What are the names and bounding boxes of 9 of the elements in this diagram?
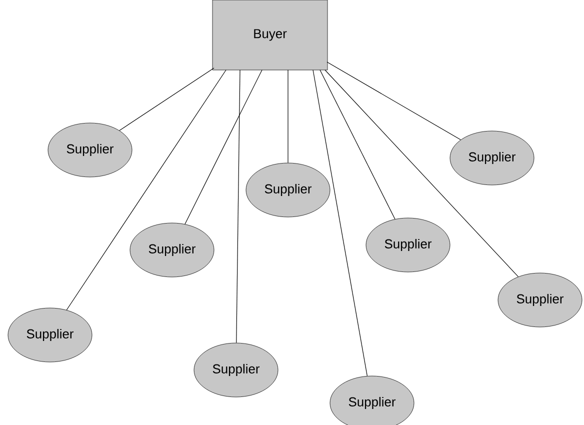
connector-line — [324, 70, 519, 277]
connector-line — [119, 68, 214, 131]
connector-line — [320, 70, 396, 220]
connector-line — [66, 70, 226, 310]
buyer-box: Buyer — [212, 0, 328, 70]
connector-line — [326, 62, 461, 140]
connector-line — [312, 70, 368, 376]
connector-line — [184, 70, 262, 224]
connector-line — [236, 70, 240, 344]
